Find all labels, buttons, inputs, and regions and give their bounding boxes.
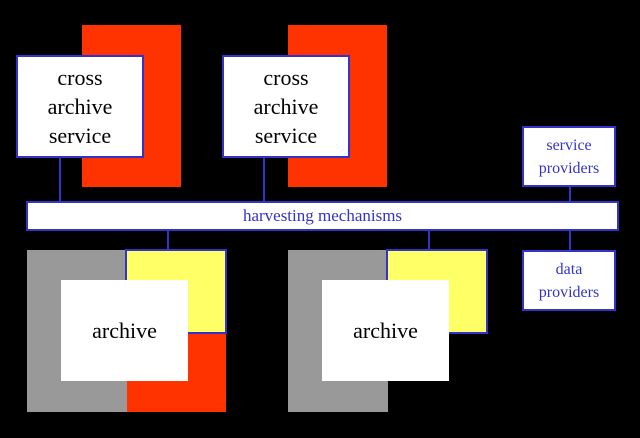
cross-archive-service-1: cross archive service [16, 55, 144, 158]
archive-2-box: archive [322, 280, 449, 381]
archive-2-label: archive [353, 317, 418, 343]
data-providers-line-1: data [555, 260, 583, 278]
data-providers-line-2: providers [538, 283, 600, 301]
connector-data-providers [569, 229, 571, 251]
data-providers-box: data providers [522, 250, 616, 311]
service-1-line-3: service [48, 123, 112, 148]
service-1-line-2: archive [47, 94, 113, 119]
harvesting-mechanisms-label: harvesting mechanisms [242, 206, 403, 225]
connector-archive-1 [167, 229, 169, 251]
service-2-line-1: cross [263, 65, 309, 90]
service-1-line-1: cross [57, 65, 103, 90]
service-providers-line-1: service [546, 136, 592, 154]
connector-service-providers [569, 185, 571, 203]
archive-1-box: archive [61, 280, 188, 381]
connector-service-1 [59, 156, 61, 203]
archive-1-label: archive [92, 317, 157, 343]
cross-archive-service-2: cross archive service [222, 55, 350, 158]
service-2-line-3: service [254, 123, 318, 148]
service-providers-line-2: providers [538, 159, 600, 177]
service-2-line-2: archive [253, 94, 319, 119]
connector-archive-2 [428, 229, 430, 251]
service-providers-box: service providers [522, 126, 616, 187]
connector-service-2 [263, 156, 265, 203]
harvesting-mechanisms-bar: harvesting mechanisms [26, 201, 619, 231]
